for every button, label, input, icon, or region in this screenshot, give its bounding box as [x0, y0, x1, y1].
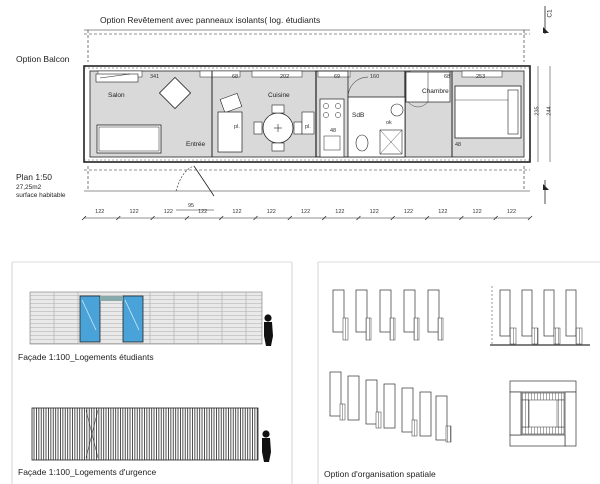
room-cuisine: Cuisine	[268, 92, 290, 99]
dimension-tick	[459, 215, 464, 221]
dimension-tick	[424, 215, 430, 221]
plan-title-option: Option Revêtement avec panneaux isolants…	[100, 15, 321, 25]
spatial-option-courtyard	[490, 286, 590, 346]
section-mark: C1	[546, 9, 554, 18]
bottom-dim-label: 122	[95, 209, 105, 215]
spatial-option-pinwheel	[509, 380, 577, 447]
top-dim-1: 341	[150, 74, 160, 80]
facade-emergency-caption: Façade 1:100_Logements d'urgence	[18, 467, 157, 477]
bottom-dim-label: 122	[232, 209, 242, 215]
small-label-48-1: 48	[330, 128, 337, 134]
plan-scale: Plan 1:50	[16, 172, 52, 182]
bottom-dim-label: 122	[403, 209, 414, 215]
top-dim-7: 253	[476, 74, 486, 80]
plan-area: 27,25m2	[16, 184, 42, 191]
room-salon: Salon	[108, 92, 125, 99]
small-label-pl-1: pl.	[234, 124, 240, 130]
right-dim-2: 244	[546, 106, 553, 116]
dimension-tick	[390, 215, 396, 221]
person-silhouette-2	[262, 430, 271, 462]
bottom-dim-label: 122	[438, 209, 448, 215]
bottom-dim-label: 122	[301, 209, 311, 215]
facade-students-caption: Façade 1:100_Logements étudiants	[18, 352, 154, 362]
top-dim-5: 160	[370, 74, 380, 80]
dimension-tick	[356, 215, 361, 221]
dimension-tick	[184, 215, 190, 221]
facade-students	[29, 291, 263, 345]
bottom-dim-label: 122	[198, 209, 208, 215]
room-sdb: SdB	[352, 112, 365, 119]
spatial-caption: Option d'organisation spatiale	[324, 469, 436, 479]
dimension-tick	[321, 215, 327, 221]
dimension-tick	[116, 215, 121, 221]
top-dim-4: 69	[334, 74, 341, 80]
bottom-dim-label: 122	[129, 209, 139, 215]
bottom-dim-label: 122	[163, 209, 173, 215]
bottom-dim-label: 122	[266, 209, 276, 215]
dimension-tick	[493, 215, 498, 221]
dimension-tick	[150, 215, 155, 221]
room-entree: Entrée	[186, 141, 206, 148]
dimension-tick	[287, 215, 293, 221]
small-label-ok: ok	[386, 120, 392, 126]
plan-dimension-ticks	[81, 215, 533, 221]
facade-emergency	[31, 407, 259, 461]
floor-plan	[83, 6, 551, 219]
bottom-dim-label: 122	[506, 209, 517, 215]
dimension-tick	[527, 215, 533, 221]
room-chambre: Chambre	[422, 88, 449, 95]
plan-area-label: surface habitable	[16, 192, 66, 199]
bottom-dim-label: 122	[472, 209, 482, 215]
top-dim-2: 68	[232, 74, 239, 80]
dimension-tick	[218, 215, 224, 221]
bottom-dim-label: 122	[335, 209, 345, 215]
spatial-option-rows	[332, 289, 444, 341]
balcony-option-label: Option Balcon	[16, 54, 70, 64]
small-label-pl-2: pl.	[305, 124, 311, 130]
small-label-48-2: 48	[455, 142, 462, 148]
bottom-dim-label: 122	[369, 209, 379, 215]
spatial-option-staggered	[329, 371, 452, 443]
door-dim: 95	[188, 203, 195, 209]
top-dim-6: 68	[444, 74, 451, 80]
top-dim-3: 202	[280, 74, 290, 80]
right-dim-1: 235	[534, 106, 541, 116]
dimension-tick	[253, 215, 258, 221]
person-silhouette	[264, 314, 273, 346]
dimension-tick	[81, 215, 87, 221]
